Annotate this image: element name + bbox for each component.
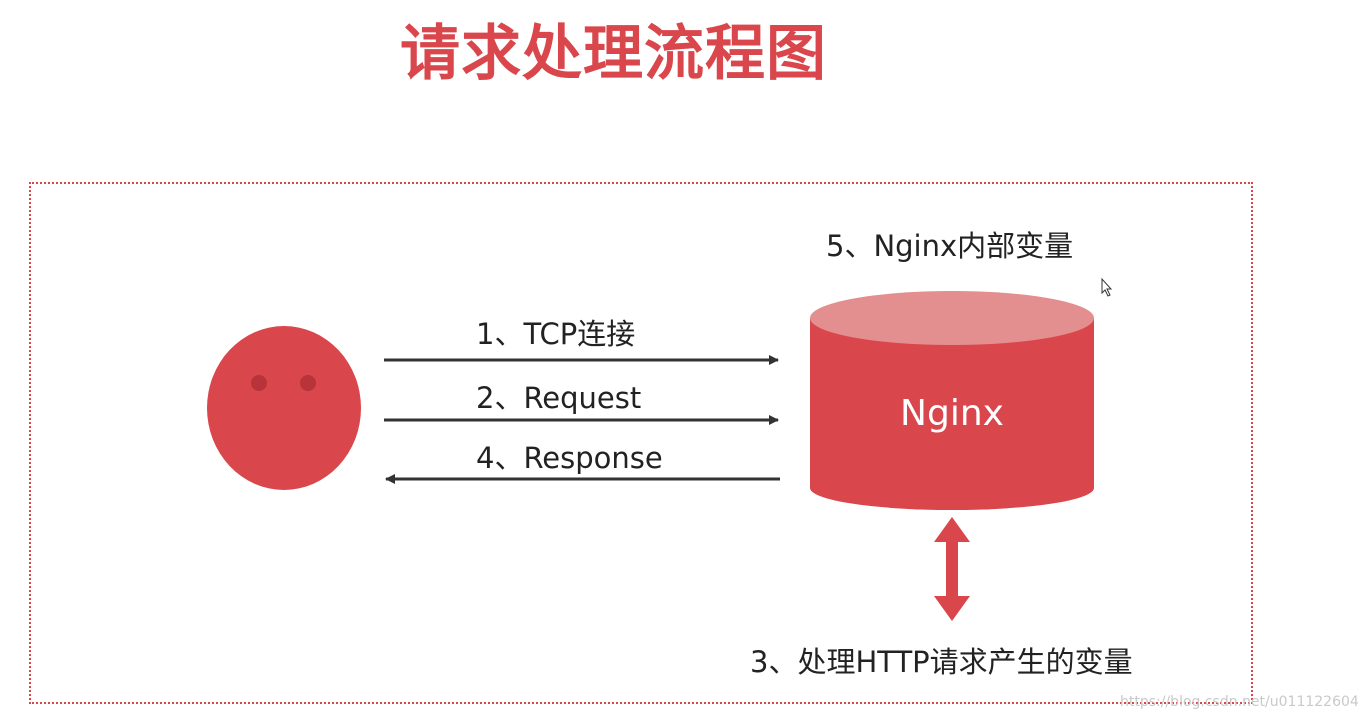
client-right-eye xyxy=(300,375,316,391)
response-label: 4、Response xyxy=(476,441,663,475)
mouse-cursor-icon xyxy=(1101,277,1113,297)
tcp-connection-label: 1、TCP连接 xyxy=(476,317,636,351)
diagram-frame xyxy=(29,182,1253,704)
diagram-title: 请求处理流程图 xyxy=(400,19,827,89)
client-left-eye xyxy=(251,375,267,391)
cylinder-bottom xyxy=(810,466,1094,510)
cylinder-top xyxy=(810,291,1094,345)
http-process-label: 3、处理HTTP请求产生的变量 xyxy=(750,645,1133,679)
nginx-variables-label: 5、Nginx内部变量 xyxy=(826,229,1074,263)
cylinder-body xyxy=(810,318,1094,488)
source-watermark: https://blog.csdn.net/u011122604 xyxy=(1120,694,1359,710)
diagram-canvas xyxy=(207,277,1113,621)
request-label: 2、Request xyxy=(476,381,642,415)
client-face xyxy=(207,326,361,490)
process-double-arrow xyxy=(934,517,970,621)
client-head xyxy=(207,326,361,490)
nginx-cylinder xyxy=(810,291,1094,510)
nginx-server-label: Nginx xyxy=(900,393,1004,434)
